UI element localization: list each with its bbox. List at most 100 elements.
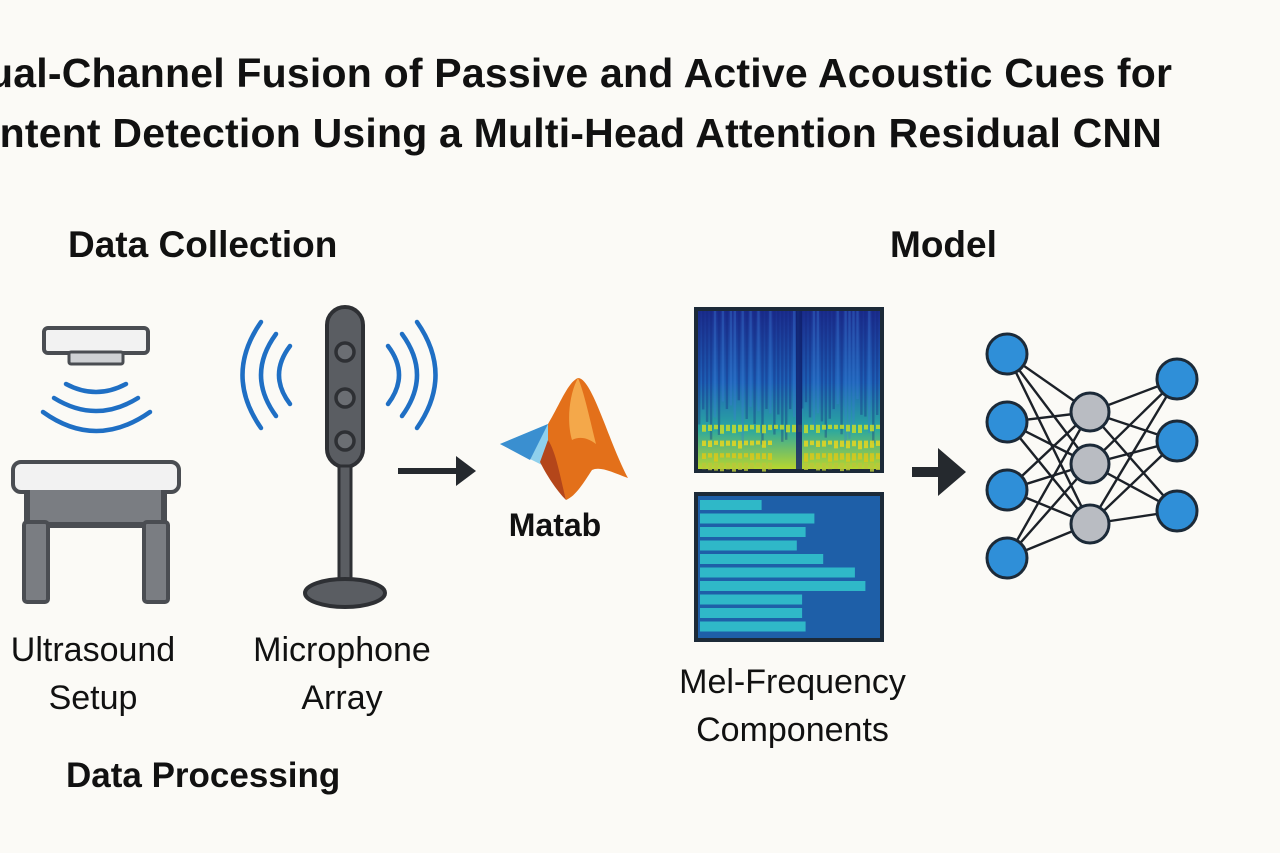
spectrogram-band xyxy=(720,462,724,472)
network-edge xyxy=(1006,353,1091,465)
spectrogram-streak xyxy=(860,311,863,415)
data-collection-heading: Data Collection xyxy=(68,224,338,265)
ultrasound-label-line-1: Ultrasound xyxy=(10,631,176,669)
spectrogram-band xyxy=(738,424,742,432)
spectrogram-band xyxy=(828,424,832,429)
spectrogram-band xyxy=(732,462,736,472)
spectrogram-band xyxy=(750,424,754,430)
spectrogram-band xyxy=(822,424,826,430)
spectrogram-streak xyxy=(844,311,847,444)
output-node xyxy=(1155,489,1199,533)
spectrogram-band xyxy=(840,424,844,429)
data-processing-heading: Data Processing xyxy=(66,756,341,795)
ultrasound-setup-label: Ultrasound Setup xyxy=(0,626,198,722)
spectrogram-band xyxy=(768,453,772,460)
spectrogram-band xyxy=(768,462,772,470)
spectrogram-band xyxy=(858,453,862,460)
spectrogram-band xyxy=(846,424,850,432)
spectrogram-streak xyxy=(793,311,796,417)
spectrogram-streak xyxy=(785,311,788,440)
input-node xyxy=(985,468,1029,512)
spectrogram-streak xyxy=(808,311,812,418)
spectrogram-band xyxy=(744,424,748,432)
spectrogram-band xyxy=(720,453,724,458)
spectrogram-band xyxy=(810,424,814,430)
output-node xyxy=(1155,357,1199,401)
spectrogram-band xyxy=(702,440,706,446)
hidden-node xyxy=(1069,391,1111,433)
spectrogram-streak xyxy=(725,311,729,410)
spectrogram-band xyxy=(870,440,874,448)
spectrogram-band xyxy=(804,424,808,434)
spectrogram-band xyxy=(834,453,838,461)
spectrogram-streak xyxy=(713,311,717,418)
hidden-node xyxy=(1069,443,1111,485)
spectrogram-streak xyxy=(800,311,804,409)
spectrogram-streak xyxy=(876,311,879,415)
spectrogram-streak xyxy=(709,311,713,440)
spectrogram-streak xyxy=(804,311,808,403)
spectrogram-streak xyxy=(816,311,820,414)
spectrogram-band xyxy=(864,453,868,463)
spectrogram-band xyxy=(768,440,772,446)
spectrogram-streak xyxy=(781,311,784,442)
spectrogram-streak xyxy=(848,311,851,439)
spectrogram-band xyxy=(726,453,730,458)
spectrogram-streak xyxy=(733,311,736,421)
microphone-array-label: Microphone Array xyxy=(232,626,452,722)
arrow-to-matlab-icon xyxy=(398,456,476,486)
spectrogram-streak xyxy=(812,311,816,429)
output-node xyxy=(1155,419,1199,463)
spectrogram-band xyxy=(708,453,712,458)
spectrogram-band xyxy=(756,440,760,445)
table-icon xyxy=(11,460,181,604)
spectrogram-streak xyxy=(761,311,764,445)
hidden-node xyxy=(1069,503,1111,545)
spectrogram-streak xyxy=(729,311,733,406)
spectrogram-band xyxy=(828,440,832,445)
spectrogram-streak xyxy=(872,311,875,444)
spectrogram-band xyxy=(714,453,718,462)
spectrogram-band xyxy=(762,440,766,448)
spectrogram-streak xyxy=(832,311,835,410)
spectrogram-streak xyxy=(765,311,768,409)
spectrogram-band xyxy=(738,462,742,470)
spectrogram-band xyxy=(834,440,838,449)
spectrogram-band xyxy=(876,462,880,470)
spectrogram-band xyxy=(804,462,808,470)
mel-bar xyxy=(700,554,824,564)
network-edge xyxy=(1089,411,1178,512)
spectrogram-band xyxy=(744,440,748,446)
spectrogram-band xyxy=(864,424,868,430)
spectrogram-streak xyxy=(769,311,772,414)
spectrogram-band xyxy=(858,424,862,434)
ultrasound-sensor-icon xyxy=(40,326,153,434)
spectrogram-texture xyxy=(698,311,880,472)
spectrogram-band xyxy=(768,424,772,431)
spectrogram-streak xyxy=(868,311,871,433)
microphone-label-line-1: Microphone xyxy=(253,631,431,669)
mel-label-line-1: Mel-Frequency xyxy=(679,663,906,701)
spectrogram-band xyxy=(822,453,826,458)
spectrogram-band xyxy=(810,462,814,469)
spectrogram-band xyxy=(744,462,748,471)
spectrogram-streak xyxy=(721,311,725,402)
mel-bar xyxy=(700,527,806,537)
mel-bar xyxy=(700,540,797,551)
spectrogram-band xyxy=(726,440,730,446)
spectrogram-band xyxy=(834,462,838,469)
spectrogram-band xyxy=(714,462,718,471)
spectrogram-streak xyxy=(745,311,748,419)
spectrogram-streak xyxy=(737,311,740,401)
mel-frequency-bars-icon xyxy=(694,492,884,642)
spectrogram-band xyxy=(828,462,832,470)
spectrogram-band xyxy=(756,462,760,468)
spectrogram-band xyxy=(840,440,844,447)
spectrogram-band xyxy=(822,462,826,471)
spectrogram-band xyxy=(738,440,742,449)
spectrogram-streak xyxy=(757,311,760,412)
spectrogram-band xyxy=(810,440,814,446)
spectrogram-band xyxy=(864,440,868,449)
spectrogram-band xyxy=(846,453,850,462)
